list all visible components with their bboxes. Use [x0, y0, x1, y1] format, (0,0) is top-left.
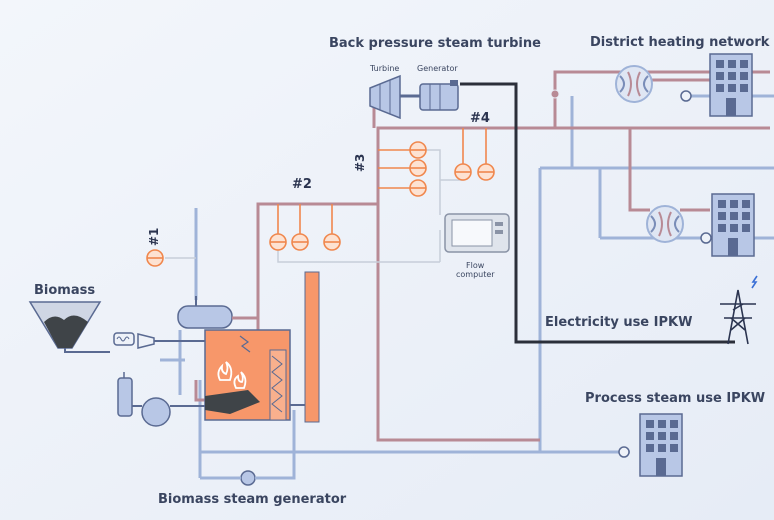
blue-pipes — [160, 94, 774, 454]
flow-meter-icon — [378, 159, 427, 177]
measurement-point-1: #1 — [147, 228, 161, 246]
measurement-point-4: #4 — [470, 111, 490, 126]
steam-generator-label: Biomass steam generator — [158, 492, 347, 507]
measurement-point-3: #3 — [353, 154, 367, 172]
turbine-title: Back pressure steam turbine — [329, 36, 541, 51]
flow-meter-icon — [323, 204, 341, 251]
measurement-point-2: #2 — [292, 177, 312, 192]
turbine-label: Turbine — [369, 64, 399, 73]
flow-computer-label-2: computer — [456, 270, 495, 279]
flow-meter-icon — [477, 128, 495, 181]
pump-icon — [680, 90, 692, 102]
flow-meter-icon — [291, 204, 309, 251]
flow-meter-icon — [378, 141, 427, 159]
flow-computer-icon — [444, 213, 510, 253]
district-heating-label: District heating network — [590, 35, 770, 50]
flow-meters — [146, 128, 495, 267]
pump-icon — [117, 372, 205, 427]
building-icon — [711, 193, 755, 257]
generator-label: Generator — [417, 64, 458, 73]
generator-icon — [419, 80, 459, 111]
power-pylon-icon — [720, 275, 758, 345]
building-icon — [709, 53, 753, 117]
building-icon — [639, 413, 683, 477]
flow-computer-label-1: Flow — [466, 261, 485, 270]
biomass-hopper-icon — [28, 301, 110, 353]
heat-exchanger-icon — [646, 205, 684, 243]
biomass-label: Biomass — [34, 283, 95, 298]
flame-icon — [217, 361, 247, 389]
flow-meter-icon — [454, 128, 472, 181]
electricity-label: Electricity use IPKW — [545, 315, 692, 330]
power-line — [460, 82, 735, 344]
pump-icon — [240, 470, 256, 486]
pump-icon — [618, 446, 630, 458]
steam-pipes — [194, 70, 770, 442]
economizer — [304, 271, 320, 423]
flow-meter-icon — [378, 179, 427, 197]
blower-icon — [113, 332, 205, 349]
turbine-icon — [369, 74, 401, 120]
heat-exchanger-icon — [615, 65, 653, 103]
pump-icon — [700, 232, 712, 244]
flow-meter-icon — [269, 204, 287, 251]
flow-meter-icon — [146, 249, 164, 267]
process-steam-label: Process steam use IPKW — [585, 391, 765, 406]
